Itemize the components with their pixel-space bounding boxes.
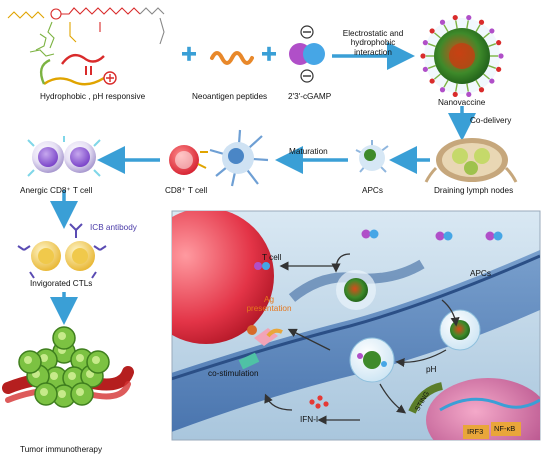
nfkb-box	[491, 422, 521, 436]
cd8-label: CD8⁺ T cell	[165, 186, 208, 195]
cgamp-icon	[289, 25, 325, 83]
polymer-label: Hydrophobic , pH responsive	[40, 92, 146, 101]
costim-label: co-stimulation	[208, 369, 259, 378]
nanovaccine-charge	[452, 14, 458, 21]
nanovaccine-ligand	[466, 83, 469, 92]
tumor-cell-highlight	[50, 372, 58, 380]
nanovaccine-charge	[429, 78, 435, 84]
nfkb-label: NF-κB	[494, 424, 516, 433]
apc-cell-icon	[355, 140, 389, 173]
costimulation-icon	[238, 352, 260, 370]
icb-label: ICB antibody	[90, 223, 137, 232]
nanovaccine-charge	[452, 91, 458, 98]
nanovaccine-charge	[466, 14, 472, 21]
ifn-label: IFN-I	[300, 415, 319, 424]
nanovaccine-charge	[439, 87, 446, 93]
nanovaccine-ligand	[475, 79, 481, 88]
neoantigen-peptide-icon	[210, 51, 254, 65]
ifn-dots	[309, 395, 329, 409]
nanovaccine-charge	[422, 66, 428, 72]
nanovaccine-charge	[466, 91, 472, 98]
nanovaccine-charge	[496, 66, 502, 72]
nanovaccine-ligand	[433, 73, 442, 80]
panel-tcell-label: T cell	[262, 253, 282, 262]
lymph-label: Draining lymph nodes	[434, 186, 514, 195]
nanovaccine-charge	[478, 19, 485, 25]
nanovaccine-ligand	[443, 24, 449, 33]
nanovaccine-charge	[429, 28, 435, 34]
tumor-icon	[2, 326, 134, 408]
irf3-box	[463, 425, 489, 439]
plus-icon	[182, 46, 276, 61]
nanovaccine-charge	[478, 87, 485, 93]
tumor-cell-highlight	[40, 388, 48, 396]
tumor-cell-highlight	[92, 356, 100, 364]
panel-t-cell	[172, 211, 540, 432]
polymer-chain-icon	[39, 53, 117, 86]
nanovaccine-ligand	[466, 20, 469, 29]
nanovaccine-charge	[489, 78, 495, 84]
nanovaccine-charge	[496, 40, 502, 46]
tumor-cell-highlight	[40, 354, 48, 362]
endosome-vesicle	[439, 309, 481, 351]
irf3-label: IRF3	[467, 427, 484, 436]
nanovaccine-ligand	[488, 43, 497, 48]
panel-arrows	[264, 253, 460, 425]
ag-presentation-icon	[247, 325, 283, 346]
nanovaccine-ligand	[482, 73, 491, 80]
nanovaccine-ligand	[443, 79, 449, 88]
cd8-t-cell-icon	[169, 145, 208, 175]
polymer-structure	[7, 7, 165, 57]
released-vesicle	[349, 337, 395, 383]
cgamp-label: 2'3'-cGAMP	[288, 92, 332, 101]
nucleus-icon	[408, 378, 540, 440]
nanovaccine-ligand	[475, 24, 481, 33]
lymph-node-icon	[424, 138, 518, 183]
ag-label: Ag presentation	[246, 295, 292, 314]
tumor-cell-highlight	[58, 332, 66, 340]
nanovaccine-charge	[439, 19, 446, 25]
anergic-label: Anergic CD8⁺ T cell	[20, 186, 93, 195]
nanovaccine-charge	[420, 53, 426, 59]
nanovaccine-charge	[422, 40, 428, 46]
nanovaccine-ligand	[433, 32, 442, 39]
tumor-cell-highlight	[24, 356, 32, 364]
nanovaccine-ligand	[482, 32, 491, 39]
nanovaccine-ligand	[427, 43, 436, 48]
invigorated-ctl-icon	[17, 241, 107, 279]
mature-apc-icon	[209, 129, 269, 187]
nanovaccine-label: Nanovaccine	[438, 98, 486, 107]
nanovaccine-charge	[489, 28, 495, 34]
maturation-label: Maturation	[289, 147, 328, 156]
anergic-t-cell-icon	[27, 136, 101, 177]
membrane-nanoparticle	[336, 270, 376, 310]
nanovaccine-ligand	[455, 83, 458, 92]
codelivery-label: Co-delivery	[470, 116, 512, 125]
invigorated-label: Invigorated CTLs	[30, 279, 93, 288]
apcs-label: APCs	[362, 186, 383, 195]
tumor-cell-highlight	[76, 354, 84, 362]
panel-cgamp-icons	[254, 229, 503, 270]
interaction-label: Electrostatic and hydrophobic interactio…	[342, 29, 404, 57]
nanovaccine-ligand	[488, 64, 497, 69]
tumor-cell-highlight	[76, 388, 84, 396]
nanovaccine-charge	[498, 53, 504, 59]
tumor-cell-highlight	[68, 372, 76, 380]
tumor-label: Tumor immunotherapy	[20, 445, 103, 454]
peptide-label: Neoantigen peptides	[192, 92, 268, 101]
nanovaccine-particle	[420, 14, 504, 98]
ph-label: pH	[426, 365, 437, 374]
icb-antibody-icon	[69, 223, 83, 238]
nanovaccine-ligand	[455, 20, 458, 29]
tumor-cell-highlight	[58, 390, 66, 398]
nanovaccine-ligand	[427, 64, 436, 69]
panel-apcs-label: APCs	[470, 269, 491, 278]
